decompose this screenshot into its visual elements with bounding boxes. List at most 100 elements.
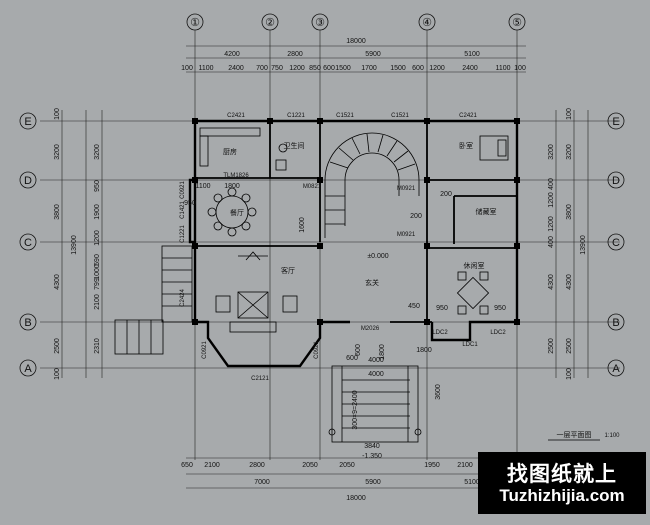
dim-interior-10: 600 [355,344,362,356]
floor-level-low: -1.350 [362,453,382,460]
dim-top-major-0: 4200 [224,51,240,58]
axis-bubble-top-5: ⑤ [512,17,522,29]
dim-top-minor-15: 100 [514,65,526,72]
axis-bubble-left-2: C [24,237,32,249]
dim-left-total: 13900 [71,235,78,255]
dim-left-outer-0: 100 [54,108,61,120]
opening-label-18: LDC2 [490,330,506,336]
dim-bottom-minor-2: 2800 [249,462,265,469]
logo-text-en: Tuzhizhijia.com [499,486,625,505]
room-label-living: 客厅 [281,266,295,275]
stairs-dimension: 300×9=2400 [352,390,359,429]
dim-left-inner-3: 1200 [94,230,101,246]
dim-left-inner-8: 2310 [94,338,101,354]
opening-label-4: C2421 [459,113,477,119]
dim-top-minor-8: 1500 [335,65,351,72]
axis-bubble-left-1-circle [19,171,37,189]
opening-label-12: M2026 [361,326,380,332]
axis-bubble-top-2: ② [265,17,275,29]
front-steps [328,365,422,443]
axis-bubble-top-1: ① [190,17,200,29]
dim-left-outer-5: 100 [54,368,61,380]
spiral-staircase [324,132,420,238]
opening-label-7: C1421 [180,201,186,219]
axis-bubble-top-5-circle [508,13,526,31]
dim-right-outer-5: 100 [566,368,573,380]
axis-bubble-left-1: D [24,175,32,187]
dim-right-total: 13900 [580,235,587,255]
axis-bubble-top-4-circle [418,13,436,31]
axis-bubble-right-3: B [612,317,619,329]
dim-left-inner-2: 1900 [94,204,101,220]
dim-interior-2: 950 [184,200,196,207]
opening-label-0: C2421 [227,113,245,119]
axis-bubble-right-1-circle [607,171,625,189]
dim-bottom-major-1: 5900 [365,479,381,486]
dim-right-inner-2: 1200 [548,192,555,208]
watermark-logo: 找图纸就上 Tuzhizhijia.com [478,452,646,514]
opening-label-8: C0921 [180,181,186,199]
dim-right-outer-3: 4300 [566,274,573,290]
dim-interior-5: 200 [440,191,452,198]
dim-left-outer-1: 3200 [54,144,61,160]
room-label-dining: 餐厅 [230,208,244,217]
opening-label-13: C2121 [251,376,269,382]
dim-top-minor-0: 100 [181,65,193,72]
dim-bottom-minor-1: 2100 [204,462,220,469]
dim-right-outer-1: 3200 [566,144,573,160]
dim-bottom-minor-4: 2050 [339,462,355,469]
living-furniture [215,251,298,333]
dim-bottom-minor-3: 2050 [302,462,318,469]
axis-bubble-top-1-circle [186,13,204,31]
dim-interior-16: 1800 [416,347,432,354]
dim-left-inner-4: 590 [94,254,101,266]
dim-interior-4: 200 [410,213,422,220]
dim-top-minor-4: 750 [271,65,283,72]
dim-top-minor-12: 1200 [429,65,445,72]
opening-label-11: M0921 [397,232,416,238]
dim-interior-14: 3600 [435,384,442,400]
dim-top-minor-2: 2400 [228,65,244,72]
dim-interior-12: 4000 [368,357,384,364]
opening-label-15: C0921 [314,341,320,359]
room-label-kitchen: 厨房 [223,147,237,156]
dim-left-outer-4: 2500 [54,338,61,354]
opening-label-14: C0921 [202,341,208,359]
opening-label-1: C1221 [287,113,305,119]
dim-left-inner-6: 799 [94,278,101,290]
bed [479,135,509,161]
leisure-table [456,271,490,315]
dim-interior-6: 450 [408,303,420,310]
opening-label-10: M0921 [397,186,416,192]
opening-label-19: C2424 [180,289,186,307]
dim-right-outer-2: 3800 [566,204,573,220]
axis-bubble-top-4: ④ [422,17,432,29]
fixtures [199,127,288,171]
side-steps [114,245,193,355]
axis-bubble-left-0: E [24,116,31,128]
dim-top-minor-13: 2400 [462,65,478,72]
room-label-leisure: 休闲室 [464,261,485,270]
axis-bubble-right-4: A [612,363,620,375]
room-label-bath: 卫生间 [284,141,305,150]
opening-label-2: C1521 [336,113,354,119]
dim-interior-13: 4000 [368,371,384,378]
dim-top-total: 18000 [346,38,366,45]
dim-bottom-major-0: 7000 [254,479,270,486]
opening-label-16: LDC1 [462,342,478,348]
dim-right-inner-5: 4300 [548,274,555,290]
dim-top-major-2: 5900 [365,51,381,58]
dim-right-inner-4: 400 [548,236,555,248]
dim-right-inner-3: 1200 [548,216,555,232]
dim-bottom-minor-6: 2100 [457,462,473,469]
opening-label-17: LDC2 [432,330,448,336]
dim-interior-1: 1800 [224,183,240,190]
axis-bubble-top-3-circle [311,13,329,31]
axis-bubble-right-1: D [612,175,620,187]
dim-interior-11: 1800 [379,344,386,360]
room-label-bedroom: 卧室 [459,141,473,150]
opening-label-6: M0821 [303,184,322,190]
dim-interior-0: 1100 [195,183,210,190]
dim-top-major-1: 2800 [287,51,303,58]
